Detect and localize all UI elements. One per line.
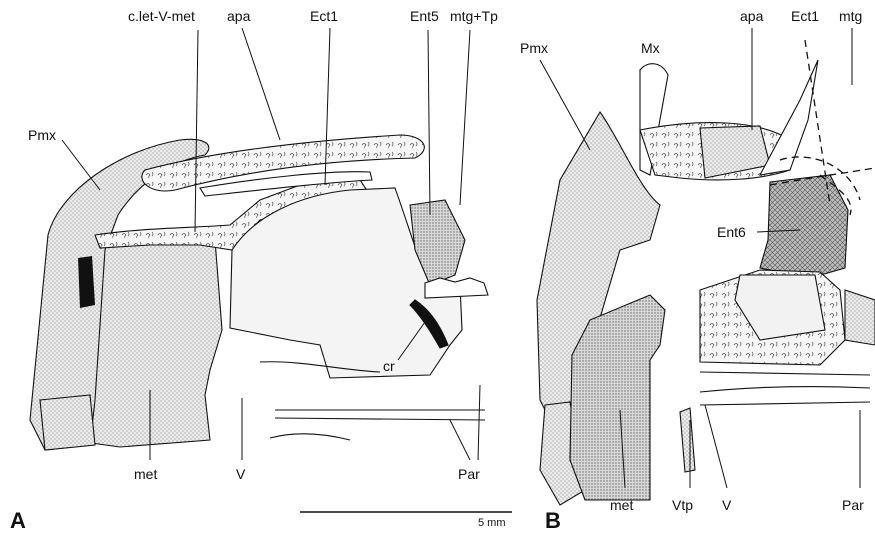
label-a-ect1: Ect1: [310, 8, 338, 24]
label-b-vtp: Vtp: [672, 497, 693, 513]
label-a-pmx: Pmx: [28, 127, 56, 143]
panel-b-ent6: [760, 175, 848, 278]
panel-a-teeth: [425, 278, 488, 298]
label-a-c-let-v-met: c.let-V-met: [128, 8, 195, 24]
panel-b-drawing: [537, 60, 875, 505]
label-a-ent5: Ent5: [410, 8, 439, 24]
label-b-pmx: Pmx: [520, 40, 548, 56]
label-b-mx: Mx: [641, 40, 660, 56]
label-b-ent6: Ent6: [717, 224, 746, 240]
panel-a-black-mark: [78, 256, 95, 308]
label-a-mtg-tp: mtg+Tp: [450, 8, 498, 24]
panel-b-vtp: [680, 408, 695, 472]
scale-bar-label: 5 mm: [478, 517, 506, 529]
label-a-par: Par: [458, 466, 480, 482]
label-b-mtg: mtg: [839, 8, 862, 24]
label-a-apa: apa: [227, 8, 250, 24]
label-b-ect1: Ect1: [791, 8, 819, 24]
label-b-par: Par: [842, 497, 864, 513]
panel-a-drawing: [30, 135, 488, 450]
label-b-met: met: [610, 497, 633, 513]
panel-b-letter: B: [545, 510, 561, 532]
label-a-met: met: [134, 466, 157, 482]
label-b-v: V: [722, 497, 731, 513]
panel-a-letter: A: [10, 510, 26, 532]
label-a-v: V: [236, 466, 245, 482]
label-b-apa: apa: [740, 8, 763, 24]
label-a-cr: cr: [383, 358, 395, 374]
